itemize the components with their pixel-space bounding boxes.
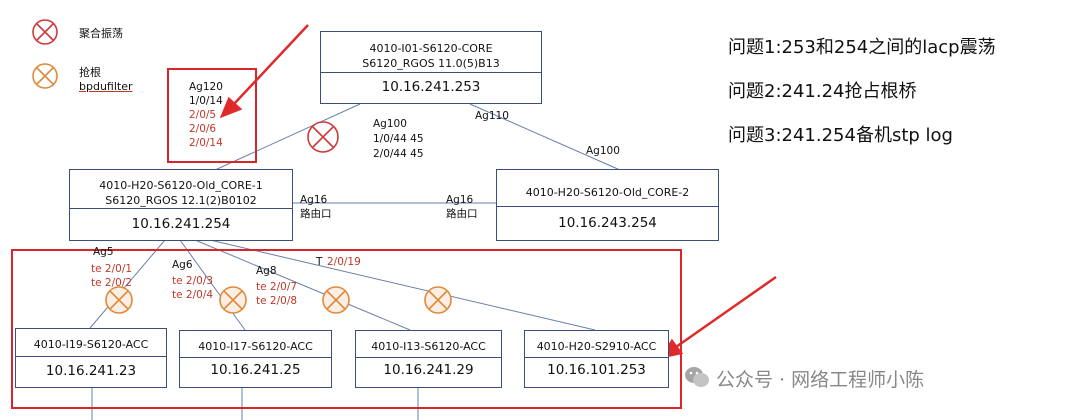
link-ag8-port-1: te 2/0/7 bbox=[256, 281, 298, 293]
device-old-core-1-os: S6120_RGOS 12.1(2)B0102 bbox=[105, 194, 257, 207]
device-core-ip: 10.16.241.253 bbox=[381, 79, 481, 95]
device-core-os: S6120_RGOS 11.0(5)B13 bbox=[362, 57, 500, 70]
legend-icons bbox=[32, 19, 58, 89]
access-layer-highlight-frame bbox=[11, 249, 682, 409]
bpdu-marker-t bbox=[424, 286, 452, 314]
device-acc-i17-ip: 10.16.241.25 bbox=[210, 362, 301, 378]
device-acc-i13-name: 4010-I13-S6120-ACC bbox=[371, 340, 486, 353]
issue-3: 问题3:241.254备机stp log bbox=[728, 125, 953, 146]
link-oldcore1-acci17 bbox=[179, 239, 246, 331]
device-core-divider bbox=[321, 72, 541, 73]
link-ag5-port-2: te 2/0/2 bbox=[91, 277, 133, 289]
ag120-port-4: 2/0/14 bbox=[189, 137, 223, 149]
legend-root-label: 抢根 bbox=[79, 66, 101, 79]
link-ag16-left-title: Ag16 bbox=[300, 194, 328, 206]
ag120-port-2: 2/0/5 bbox=[189, 109, 217, 121]
ag120-highlight-frame bbox=[167, 68, 257, 163]
device-acc-i19-name: 4010-I19-S6120-ACC bbox=[33, 338, 149, 351]
link-core-oldcore1 bbox=[214, 103, 361, 171]
device-acc-h20-divider bbox=[525, 357, 668, 358]
ag120-port-3: 2/0/6 bbox=[189, 123, 217, 135]
device-old-core-2-ip: 10.16.243.254 bbox=[558, 215, 657, 231]
device-acc-i13-ip: 10.16.241.29 bbox=[383, 362, 474, 378]
link-ag8-title: Ag8 bbox=[256, 265, 277, 277]
link-oldcore1-acci13 bbox=[194, 239, 411, 331]
link-ag8-port-2: te 2/0/8 bbox=[256, 295, 298, 307]
device-acc-i19-ip: 10.16.241.23 bbox=[45, 363, 137, 379]
link-t-port: 2/0/19 bbox=[327, 256, 361, 268]
watermark-text: 公众号 · 网络工程师小陈 bbox=[716, 369, 925, 391]
link-core-oldcore2 bbox=[469, 103, 621, 171]
link-ag110-label: Ag110 bbox=[475, 110, 509, 122]
device-old-core-2-divider bbox=[497, 206, 718, 207]
link-ag16-right-sub: 路由口 bbox=[446, 208, 478, 220]
link-ag6-title: Ag6 bbox=[172, 259, 193, 271]
link-oldcore1-acci19 bbox=[89, 239, 166, 329]
link-ag100-left-title: Ag100 bbox=[373, 118, 407, 130]
arrow-to-ag120-head bbox=[219, 96, 243, 119]
link-ag100-right-label: Ag100 bbox=[586, 145, 620, 157]
legend-lacp-label: 聚合振荡 bbox=[79, 27, 123, 40]
link-ag16-right-title: Ag16 bbox=[446, 194, 474, 206]
bpdu-marker-ag6 bbox=[219, 286, 247, 314]
link-oldcore1-acch20 bbox=[209, 239, 596, 331]
device-acc-i17[interactable]: 4010-I17-S6120-ACC 10.16.241.25 bbox=[179, 330, 332, 388]
device-acc-h20-name: 4010-H20-S2910-ACC bbox=[536, 340, 657, 353]
device-acc-i19-divider bbox=[16, 356, 166, 357]
root-bpdufilter-icon bbox=[32, 63, 58, 89]
link-ag16-left-sub: 路由口 bbox=[300, 208, 332, 220]
device-core[interactable]: 4010-I01-S6120-CORE S6120_RGOS 11.0(5)B1… bbox=[320, 31, 542, 104]
bpdu-marker-ag5 bbox=[105, 286, 133, 314]
device-core-name: 4010-I01-S6120-CORE bbox=[369, 42, 493, 55]
device-acc-i19[interactable]: 4010-I19-S6120-ACC 10.16.241.23 bbox=[15, 328, 167, 388]
link-t-title: T bbox=[316, 256, 323, 268]
link-ag100-left-port-2: 2/0/44 45 bbox=[373, 148, 424, 160]
ag120-title: Ag120 bbox=[189, 81, 223, 93]
issue-2: 问题2:241.24抢占根桥 bbox=[728, 81, 917, 102]
device-old-core-2-name: 4010-H20-S6120-Old_CORE-2 bbox=[525, 186, 690, 199]
bpdu-marker-ag8 bbox=[322, 286, 350, 314]
device-acc-h20-ip: 10.16.101.253 bbox=[547, 362, 646, 378]
device-acc-i13[interactable]: 4010-I13-S6120-ACC 10.16.241.29 bbox=[355, 330, 502, 388]
device-old-core-1-name: 4010-H20-S6120-Old_CORE-1 bbox=[99, 179, 263, 192]
device-acc-i17-divider bbox=[180, 357, 331, 358]
issue-1: 问题1:253和254之间的lacp震荡 bbox=[728, 37, 996, 58]
device-old-core-1-ip: 10.16.241.254 bbox=[131, 216, 231, 232]
device-old-core-1[interactable]: 4010-H20-S6120-Old_CORE-1 S6120_RGOS 12.… bbox=[69, 169, 293, 241]
device-acc-h20[interactable]: 4010-H20-S2910-ACC 10.16.101.253 bbox=[524, 330, 669, 388]
link-ag5-port-1: te 2/0/1 bbox=[91, 263, 133, 275]
legend-bpdufilter-label: bpdufilter bbox=[79, 80, 133, 93]
ag120-port-1: 1/0/14 bbox=[189, 95, 223, 107]
link-ag6-port-1: te 2/0/3 bbox=[172, 275, 214, 287]
lacp-flap-marker bbox=[307, 121, 339, 153]
device-old-core-1-divider bbox=[70, 208, 292, 209]
link-ag100-left-port-1: 1/0/44 45 bbox=[373, 133, 424, 145]
wechat-icon bbox=[685, 367, 709, 387]
link-ag5-title: Ag5 bbox=[93, 246, 114, 258]
device-acc-i17-name: 4010-I17-S6120-ACC bbox=[198, 340, 313, 353]
device-old-core-2[interactable]: 4010-H20-S6120-Old_CORE-2 10.16.243.254 bbox=[496, 169, 719, 241]
arrow-to-ag120 bbox=[233, 24, 309, 105]
link-ag6-port-2: te 2/0/4 bbox=[172, 289, 214, 301]
lacp-flap-icon bbox=[32, 19, 58, 45]
arrow-to-acc-h20 bbox=[675, 275, 777, 349]
device-acc-i13-divider bbox=[356, 357, 501, 358]
